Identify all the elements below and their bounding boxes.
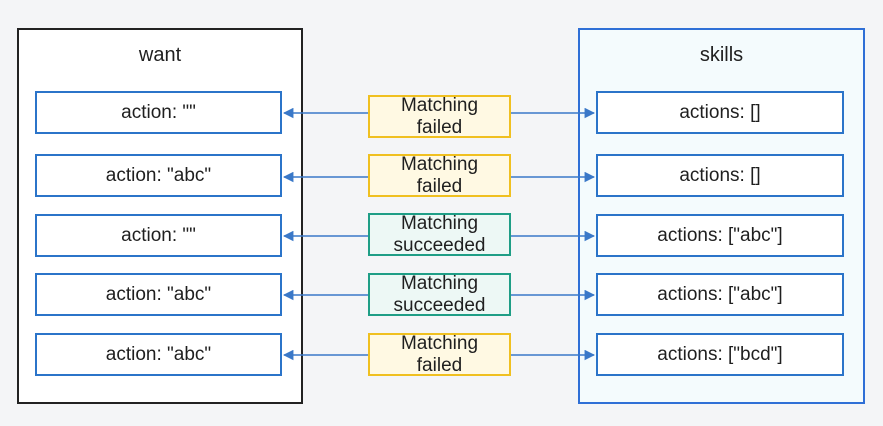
skills-item-3: actions: ["abc"] (596, 214, 844, 257)
result-4-line2: succeeded (393, 294, 486, 316)
skills-item-1: actions: [] (596, 91, 844, 134)
result-2-line1: Matching (400, 153, 479, 175)
result-1: Matching failed (368, 95, 511, 138)
want-item-4: action: "abc" (35, 273, 282, 316)
result-4-line1: Matching (400, 272, 479, 294)
want-item-3: action: "" (35, 214, 282, 257)
result-3-line1: Matching (400, 212, 479, 234)
result-5-line2: failed (416, 354, 463, 376)
result-3-line2: succeeded (393, 234, 486, 256)
skills-item-4: actions: ["abc"] (596, 273, 844, 316)
result-1-line2: failed (416, 116, 463, 138)
result-2-line2: failed (416, 175, 463, 197)
result-5: Matching failed (368, 333, 511, 376)
want-item-2: action: "abc" (35, 154, 282, 197)
result-3: Matching succeeded (368, 213, 511, 256)
want-title: want (138, 44, 182, 66)
result-1-line1: Matching (400, 94, 479, 116)
skills-title: skills (699, 44, 744, 66)
result-2: Matching failed (368, 154, 511, 197)
want-item-5: action: "abc" (35, 333, 282, 376)
skills-item-5: actions: ["bcd"] (596, 333, 844, 376)
result-4: Matching succeeded (368, 273, 511, 316)
result-5-line1: Matching (400, 332, 479, 354)
want-item-1: action: "" (35, 91, 282, 134)
skills-item-2: actions: [] (596, 154, 844, 197)
